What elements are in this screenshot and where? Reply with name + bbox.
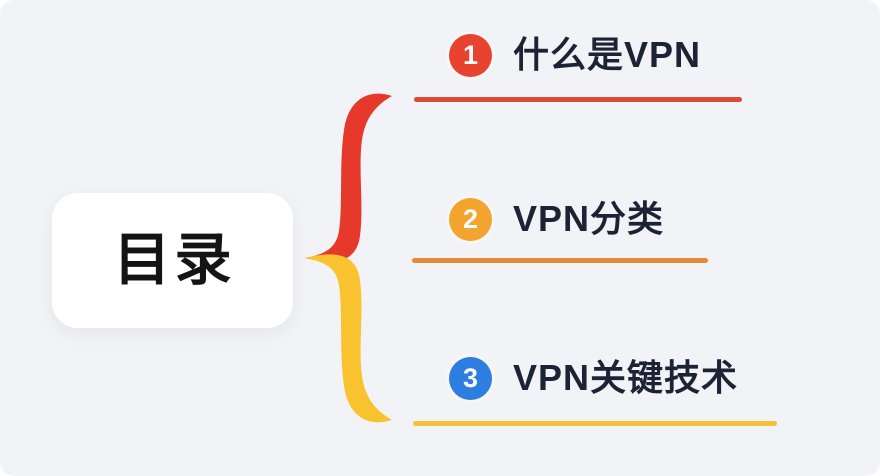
toc-item-label: 什么是VPN <box>513 34 702 76</box>
number-badge-3: 3 <box>449 356 492 400</box>
toc-item-vpn-key-technologies: 3 VPN关键技术 <box>449 356 738 400</box>
brace-bottom-half <box>305 254 392 423</box>
toc-item-vpn-categories: 2 VPN分类 <box>449 197 664 241</box>
toc-title: 目录 <box>113 228 236 292</box>
underline-item-2 <box>412 258 708 263</box>
number-badge-2: 2 <box>449 197 492 241</box>
toc-item-what-is-vpn: 1 什么是VPN <box>449 33 701 77</box>
brace-top-half <box>305 93 392 262</box>
toc-item-label: VPN关键技术 <box>513 357 739 399</box>
toc-card: 目录 <box>52 193 293 328</box>
number-badge-1: 1 <box>449 33 492 77</box>
underline-item-1 <box>414 97 742 102</box>
underline-item-3 <box>413 421 777 426</box>
curly-brace <box>305 93 392 423</box>
toc-item-label: VPN分类 <box>513 198 665 240</box>
